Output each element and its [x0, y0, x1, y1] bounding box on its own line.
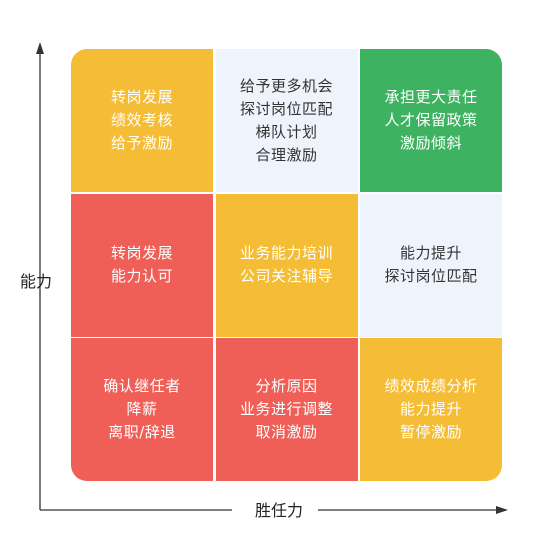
matrix-cell: 转岗发展绩效考核给予激励 [71, 49, 213, 192]
cell-text-line: 转岗发展 [110, 88, 173, 106]
matrix-cell: 给予更多机会探讨岗位匹配梯队计划合理激励 [215, 49, 358, 192]
cell-text-line: 给予激励 [110, 134, 173, 152]
cell-text-line: 分析原因 [255, 377, 318, 395]
cell-text-line: 探讨岗位匹配 [239, 99, 333, 118]
matrix-cell: 承担更大责任人才保留政策激励倾斜 [360, 49, 502, 192]
y-axis-arrow-icon [36, 42, 44, 54]
matrix-cell: 确认继任者降薪离职/辞退 [71, 338, 213, 481]
cell-text-line: 绩效成绩分析 [384, 377, 478, 395]
cell-text-line: 探讨岗位匹配 [384, 267, 478, 285]
matrix-cell: 能力提升探讨岗位匹配 [360, 193, 502, 337]
cell-text-line: 公司关注辅导 [239, 267, 333, 285]
cell-text-line: 能力提升 [399, 400, 462, 418]
matrix-cell: 转岗发展能力认可 [71, 193, 213, 337]
cell-text-line: 激励倾斜 [399, 134, 462, 152]
cell-text-line: 能力提升 [399, 244, 462, 262]
cell-text-line: 给予更多机会 [239, 76, 333, 95]
cell-text-line: 业务进行调整 [239, 400, 333, 418]
cell-text-line: 人才保留政策 [384, 111, 478, 129]
x-axis-arrow-icon [496, 506, 508, 514]
cell-text-line: 暂停激励 [399, 423, 462, 441]
cell-text-line: 能力认可 [110, 267, 173, 285]
cell-text-line: 降薪 [126, 400, 158, 418]
cell-text-line: 取消激励 [255, 423, 318, 441]
cell-text-line: 离职/辞退 [108, 423, 176, 441]
cell-text-line: 合理激励 [255, 145, 318, 164]
x-axis-label: 胜任力 [255, 501, 304, 520]
matrix-cell: 业务能力培训公司关注辅导 [215, 193, 358, 337]
cell-text-line: 绩效考核 [110, 111, 173, 129]
cell-text-line: 业务能力培训 [239, 244, 333, 262]
cell-text-line: 确认继任者 [103, 377, 181, 395]
matrix-cell: 绩效成绩分析能力提升暂停激励 [360, 338, 502, 481]
cell-text-line: 梯队计划 [255, 122, 318, 141]
cell-text-line: 承担更大责任 [384, 88, 478, 106]
cell-text-line: 转岗发展 [110, 244, 173, 262]
y-axis-label: 能力 [20, 272, 53, 291]
matrix-cell: 分析原因业务进行调整取消激励 [215, 338, 358, 481]
matrix-grid: 转岗发展绩效考核给予激励给予更多机会探讨岗位匹配梯队计划合理激励承担更大责任人才… [71, 49, 502, 481]
